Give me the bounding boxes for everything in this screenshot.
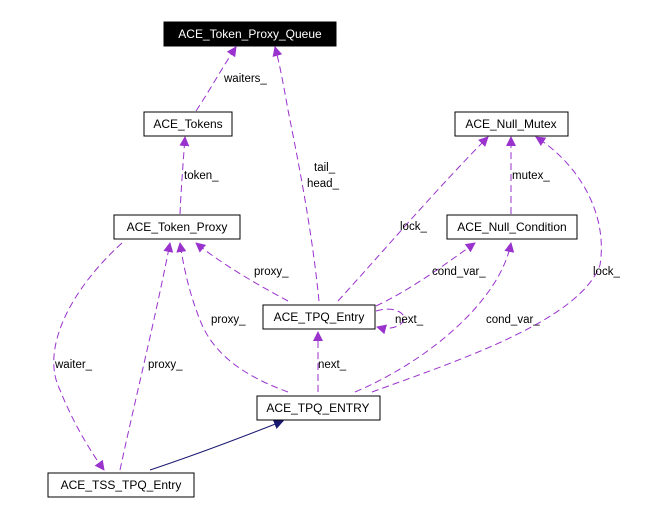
edge-label-mutex: mutex_	[512, 170, 550, 182]
node-label-ace-token-proxy: ACE_Token_Proxy	[127, 220, 228, 234]
node-ace-null-mutex[interactable]: ACE_Null_Mutex	[454, 111, 569, 137]
edge-next-self	[375, 308, 405, 335]
node-label-ace-null-mutex: ACE_Null_Mutex	[465, 117, 556, 131]
edge-tail-head	[272, 46, 320, 302]
node-label-ace-tpq-entry: ACE_TPQ_Entry	[274, 310, 365, 324]
edge-lock-entry	[337, 136, 489, 302]
edge-label-proxy-entry-upper: proxy_	[211, 314, 246, 326]
edge-waiter	[53, 242, 123, 471]
edge-label-proxy-tss: proxy_	[148, 359, 183, 371]
edge-label-proxy-entry: proxy_	[254, 266, 289, 278]
node-label-ace-token-proxy-queue: ACE_Token_Proxy_Queue	[178, 27, 322, 41]
node-ace-null-condition[interactable]: ACE_Null_Condition	[446, 214, 578, 240]
edge-proxy-tss	[119, 242, 174, 471]
edge-label-lock-entry: lock_	[400, 221, 427, 233]
edge-token	[179, 136, 190, 215]
edge-label-waiter: waiter_	[54, 359, 93, 371]
edge-lock-entry-upper	[371, 136, 602, 393]
edge-labels: waiters_ tail_ head_ token_ mutex_ lock_…	[54, 73, 620, 371]
node-ace-tokens[interactable]: ACE_Tokens	[143, 111, 233, 137]
edge-cond-var-entry-upper	[354, 242, 515, 393]
node-ace-tpq-entry[interactable]: ACE_TPQ_Entry	[262, 304, 376, 330]
edge-label-next-self: next_	[395, 314, 424, 326]
edge-waiters	[195, 46, 237, 112]
node-label-ace-tpq-entry-upper: ACE_TPQ_ENTRY	[266, 401, 369, 415]
edge-label-lock-entry-upper: lock_	[593, 266, 620, 278]
edge-label-cond-var-entry-upper: cond_var_	[486, 314, 540, 326]
edge-inheritance	[149, 419, 284, 471]
node-label-ace-tss-tpq-entry: ACE_TSS_TPQ_Entry	[61, 478, 182, 492]
edge-proxy-entry	[195, 242, 289, 302]
edges	[53, 46, 602, 471]
node-label-ace-null-condition: ACE_Null_Condition	[457, 220, 566, 234]
edge-proxy-entry-upper	[176, 242, 289, 393]
edge-label-head: head_	[307, 178, 340, 190]
node-label-ace-tokens: ACE_Tokens	[153, 117, 222, 131]
node-ace-token-proxy-queue[interactable]: ACE_Token_Proxy_Queue	[163, 21, 337, 47]
node-ace-tss-tpq-entry[interactable]: ACE_TSS_TPQ_Entry	[47, 472, 195, 498]
node-ace-tpq-entry-upper[interactable]: ACE_TPQ_ENTRY	[256, 395, 381, 421]
edge-label-tail: tail_	[314, 162, 336, 174]
edge-cond-var-entry	[375, 242, 476, 307]
edge-label-waiters: waiters_	[223, 73, 267, 85]
node-ace-token-proxy[interactable]: ACE_Token_Proxy	[113, 214, 241, 240]
edge-label-cond-var-entry: cond_var_	[432, 266, 486, 278]
edge-label-token: token_	[184, 170, 219, 182]
edge-label-next-upper: next_	[318, 359, 347, 371]
